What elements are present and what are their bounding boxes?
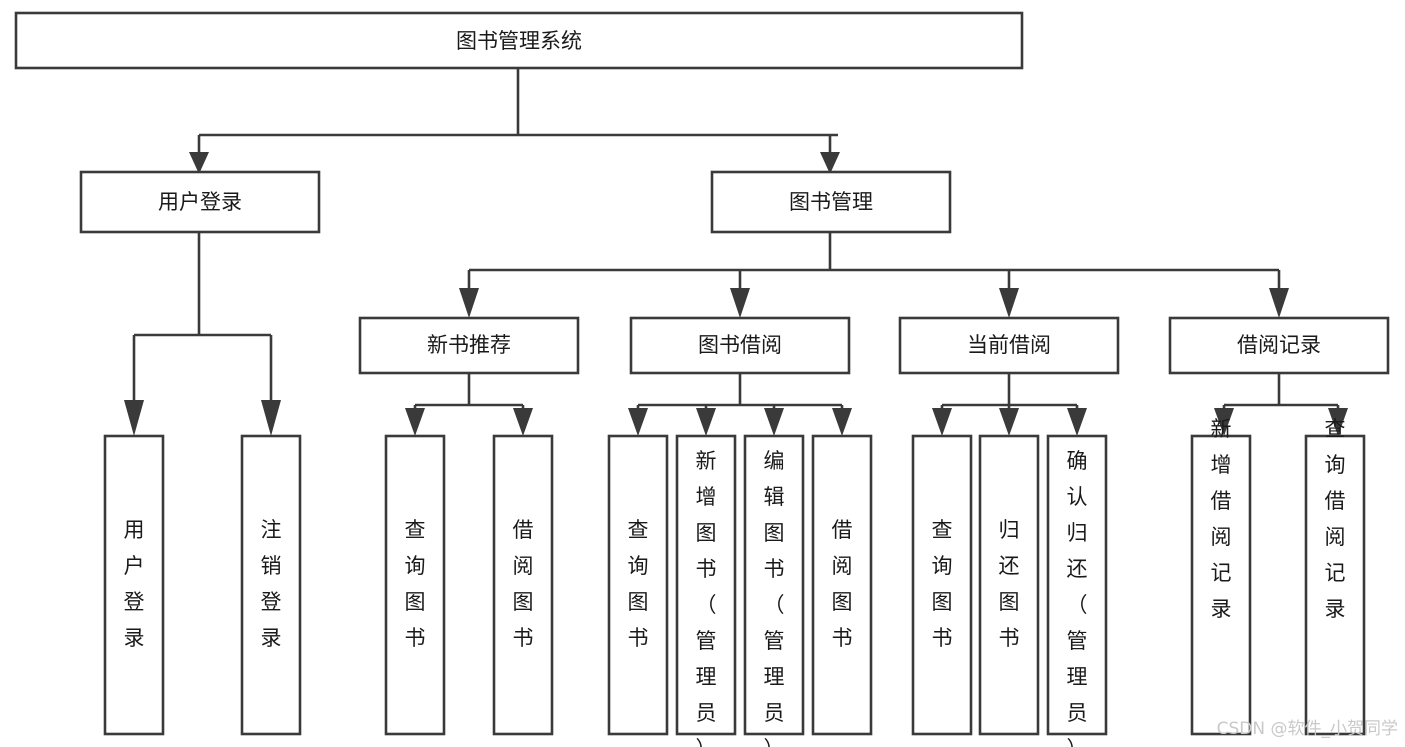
node-leaf-confirm-return-label: 确认归还（管理员） <box>1067 449 1088 747</box>
arrow-leaf-borrow-book-2 <box>832 408 852 436</box>
arrow-leaf-return-book <box>999 408 1019 436</box>
node-leaf-return-book-box[interactable] <box>978 434 1040 736</box>
node-leaf-add-book[interactable]: 新增图书（管理员） <box>675 434 737 747</box>
arrow-leaf-add-book <box>696 408 716 436</box>
arrow-leaf-user-login <box>124 400 144 436</box>
node-user-login-box[interactable] <box>79 170 321 234</box>
arrow-leaf-confirm-return <box>1067 408 1087 436</box>
node-leaf-borrow-book-2-label: 借阅图书 <box>832 518 853 650</box>
node-leaf-borrow-book-1-box[interactable] <box>492 434 554 736</box>
arrow-leaf-query-book-3 <box>932 408 952 436</box>
node-leaf-query-book-2[interactable]: 查询图书 <box>607 434 669 736</box>
node-book-manage-label: 图书管理 <box>789 190 873 214</box>
node-leaf-query-record-box[interactable] <box>1304 434 1366 736</box>
node-leaf-query-book-3-label: 查询图书 <box>932 518 953 650</box>
node-leaf-edit-book[interactable]: 编辑图书（管理员） <box>743 434 805 747</box>
watermark: CSDN @软件_小贺同学 <box>1217 719 1398 739</box>
node-leaf-query-book-2-box[interactable] <box>607 434 669 736</box>
node-leaf-user-login-label: 用户登录 <box>124 518 145 650</box>
node-borrow-record-box[interactable] <box>1168 316 1390 375</box>
node-book-borrow-box[interactable] <box>629 316 851 375</box>
arrow-to-user-login <box>189 152 209 174</box>
node-current-borrow-box[interactable] <box>898 316 1120 375</box>
node-leaf-user-login[interactable]: 用户登录 <box>103 434 165 736</box>
node-leaf-add-record-label: 新增借阅记录 <box>1211 417 1232 621</box>
node-leaf-query-book-3-box[interactable] <box>911 434 973 736</box>
node-leaf-edit-book-label: 编辑图书（管理员） <box>764 449 785 747</box>
node-leaf-borrow-book-1-label: 借阅图书 <box>513 518 534 650</box>
arrow-leaf-query-book-1 <box>405 408 425 436</box>
node-leaf-query-book-1-box[interactable] <box>384 434 446 736</box>
node-leaf-user-login-box[interactable] <box>103 434 165 736</box>
connector-layer <box>124 68 1348 436</box>
arrow-leaf-add-record <box>1214 408 1234 436</box>
node-leaf-query-record[interactable]: 查询借阅记录 <box>1304 417 1366 736</box>
node-leaf-query-record-label: 查询借阅记录 <box>1325 417 1346 621</box>
node-leaf-query-book-2-label: 查询图书 <box>628 518 649 650</box>
arrow-leaf-borrow-book-1 <box>513 408 533 436</box>
node-book-manage[interactable]: 图书管理 <box>710 170 952 234</box>
node-new-book-recommend[interactable]: 新书推荐 <box>358 316 580 375</box>
node-root-label: 图书管理系统 <box>456 29 582 53</box>
node-leaf-add-record[interactable]: 新增借阅记录 <box>1190 417 1252 736</box>
node-book-borrow[interactable]: 图书借阅 <box>629 316 851 375</box>
node-leaf-return-book-label: 归还图书 <box>999 518 1020 650</box>
arrow-to-book-borrow <box>730 288 750 318</box>
arrow-to-new-book-recommend <box>459 288 479 318</box>
node-leaf-query-book-1[interactable]: 查询图书 <box>384 434 446 736</box>
node-new-book-recommend-box[interactable] <box>358 316 580 375</box>
arrow-leaf-edit-book <box>764 408 784 436</box>
node-borrow-record-label: 借阅记录 <box>1237 333 1321 357</box>
node-leaf-add-book-box[interactable] <box>675 434 737 736</box>
arrow-leaf-logout <box>261 400 281 436</box>
node-leaf-edit-book-box[interactable] <box>743 434 805 736</box>
node-leaf-logout[interactable]: 注销登录 <box>240 434 302 736</box>
node-root[interactable]: 图书管理系统 <box>14 11 1024 70</box>
node-new-book-recommend-label: 新书推荐 <box>427 333 511 357</box>
node-leaf-logout-box[interactable] <box>240 434 302 736</box>
node-root-box[interactable] <box>14 11 1024 70</box>
node-user-login-label: 用户登录 <box>158 190 242 214</box>
node-current-borrow-label: 当前借阅 <box>967 333 1051 357</box>
arrow-to-borrow-record <box>1269 288 1289 318</box>
arrow-to-book-manage <box>820 152 840 174</box>
node-user-login[interactable]: 用户登录 <box>79 170 321 234</box>
node-leaf-confirm-return-box[interactable] <box>1046 434 1108 736</box>
arrow-to-current-borrow <box>999 288 1019 318</box>
node-book-manage-box[interactable] <box>710 170 952 234</box>
node-leaf-borrow-book-2-box[interactable] <box>811 434 873 736</box>
arrow-leaf-query-book-2 <box>628 408 648 436</box>
node-book-borrow-label: 图书借阅 <box>698 333 782 357</box>
node-borrow-record[interactable]: 借阅记录 <box>1168 316 1390 375</box>
node-leaf-query-book-3[interactable]: 查询图书 <box>911 434 973 736</box>
node-leaf-add-book-label: 新增图书（管理员） <box>696 449 717 747</box>
node-leaf-add-record-box[interactable] <box>1190 434 1252 736</box>
node-leaf-borrow-book-1[interactable]: 借阅图书 <box>492 434 554 736</box>
node-leaf-borrow-book-2[interactable]: 借阅图书 <box>811 434 873 736</box>
node-leaf-confirm-return[interactable]: 确认归还（管理员） <box>1046 434 1108 747</box>
node-leaf-query-book-1-label: 查询图书 <box>405 518 426 650</box>
arrow-leaf-query-record <box>1328 408 1348 436</box>
node-leaf-logout-label: 注销登录 <box>261 518 282 650</box>
node-leaf-return-book[interactable]: 归还图书 <box>978 434 1040 736</box>
node-current-borrow[interactable]: 当前借阅 <box>898 316 1120 375</box>
